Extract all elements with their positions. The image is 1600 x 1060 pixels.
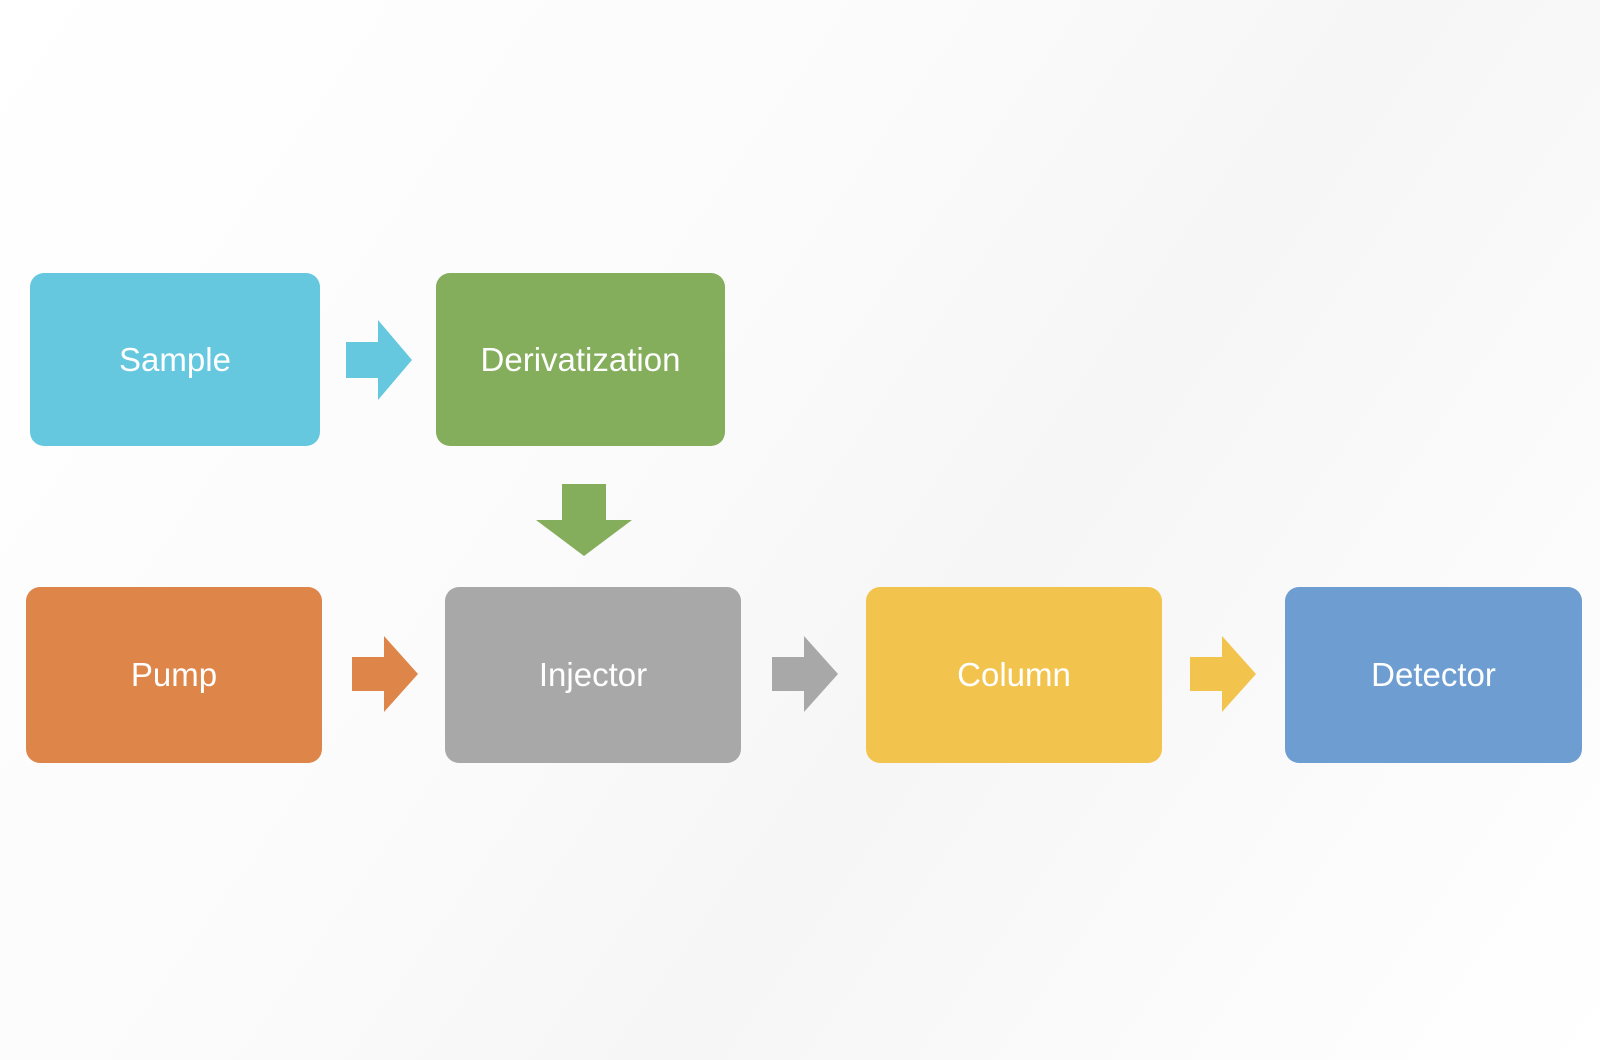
node-column-label: Column [957,656,1071,693]
arrow-pump-to-injector-icon [352,636,418,712]
arrow-injector-to-column-icon [772,636,838,712]
node-pump: Pump [26,587,322,763]
node-sample-label: Sample [119,340,231,378]
node-injector-label: Injector [538,656,648,693]
node-injector: Injector [445,587,741,763]
arrow-column-to-detector-icon [1190,636,1256,712]
node-pump-label: Pump [130,656,218,693]
node-detector: Detector [1285,587,1582,763]
arrow-derivatization-to-injector-icon [536,484,632,556]
node-derivatization: Derivatization [436,273,725,446]
arrow-sample-to-derivatization-icon [346,320,412,400]
node-derivatization-label: Derivatization [480,340,681,378]
node-column: Column [866,587,1162,763]
node-sample: Sample [30,273,320,446]
node-detector-label: Detector [1371,656,1496,693]
